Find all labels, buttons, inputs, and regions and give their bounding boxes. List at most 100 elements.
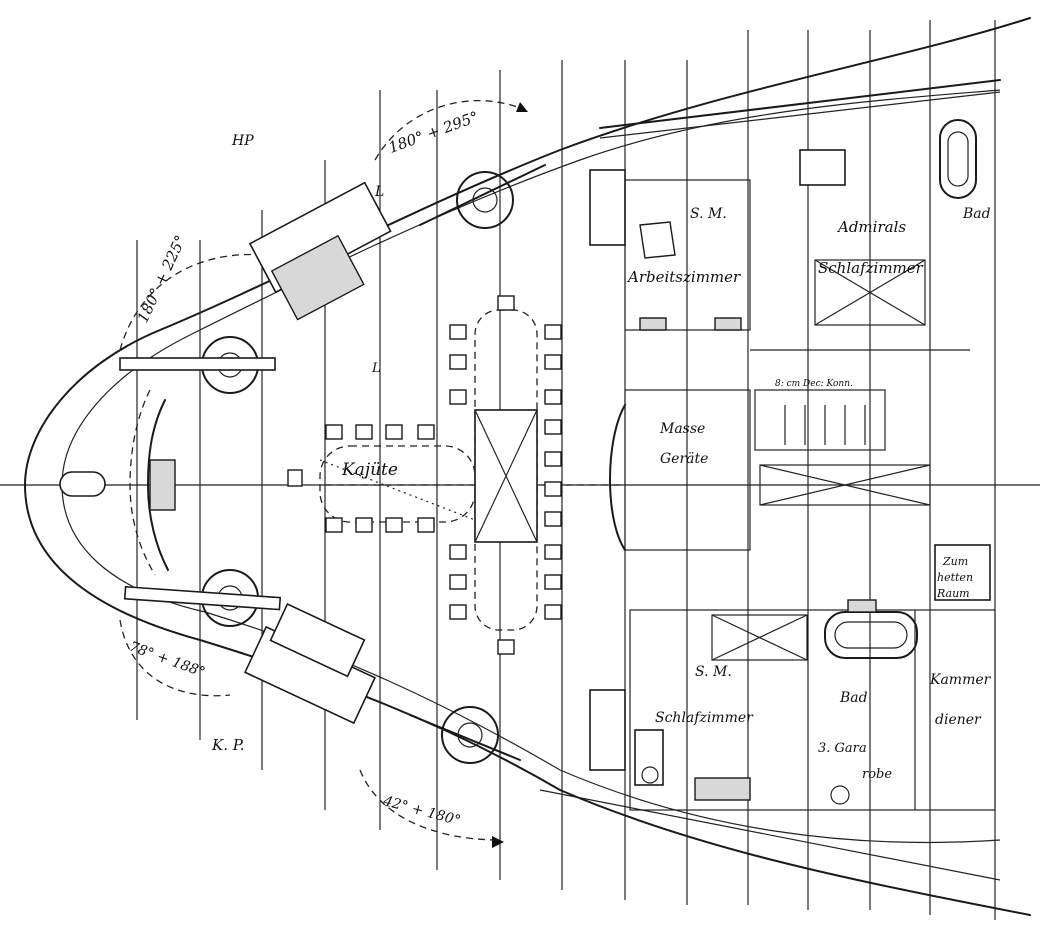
ammo-locker xyxy=(269,603,366,678)
bathtub-top-inner xyxy=(947,131,969,187)
desk-item xyxy=(714,317,742,331)
zum-hetten-raum-box xyxy=(934,544,991,601)
chair xyxy=(544,604,562,620)
label-kp: K. P. xyxy=(211,736,245,754)
chair xyxy=(325,424,343,440)
table-diagonal xyxy=(319,459,476,521)
label-stair-note: 8: cm Dec: Konn. xyxy=(775,379,853,389)
chair xyxy=(544,451,562,467)
label-schlafzimmer-top: Schlafzimmer xyxy=(818,259,924,277)
gun-barrel xyxy=(409,714,521,761)
hawse-pipe xyxy=(59,471,106,497)
bottom-rail xyxy=(539,789,1001,881)
label-bad-top: Bad xyxy=(962,206,991,222)
lower-cabin-outline xyxy=(629,609,996,811)
bathtub-bottom-inner xyxy=(834,621,908,649)
admiral-bed xyxy=(814,259,926,326)
label-bad-bottom: Bad xyxy=(839,690,868,706)
chair xyxy=(544,574,562,590)
label-arc-bottom: 42° + 180° xyxy=(381,793,463,829)
chair xyxy=(355,517,373,533)
masse-gerate-room xyxy=(624,389,751,551)
label-sm-top: S. M. xyxy=(690,206,727,222)
skylight-cross xyxy=(759,464,931,506)
arc-bottom xyxy=(359,769,501,841)
locker-top xyxy=(589,169,626,246)
label-arc-top: 180° + 295° xyxy=(386,108,481,157)
wardrobe xyxy=(634,729,664,786)
cabins-upper xyxy=(624,119,977,351)
label-hp: HP xyxy=(231,133,254,149)
label-admirals: Admirals xyxy=(836,218,906,236)
label-arc-left: 180° + 225° xyxy=(134,232,190,325)
tap xyxy=(847,599,877,613)
bench xyxy=(694,777,751,801)
label-schlafzimmer-bottom: Schlafzimmer xyxy=(655,710,754,726)
arc-arrowhead xyxy=(516,102,528,112)
chair xyxy=(449,389,467,405)
chair xyxy=(544,419,562,435)
chair xyxy=(449,604,467,620)
chairs xyxy=(287,295,562,655)
locker-bottom xyxy=(589,689,626,771)
chair xyxy=(544,481,562,497)
skylight xyxy=(759,464,931,506)
hull-outer-line xyxy=(24,17,1031,916)
arc-arrowhead xyxy=(492,836,504,848)
stool xyxy=(641,766,659,784)
gun-mount-top-right xyxy=(419,164,546,229)
chair xyxy=(449,574,467,590)
chair xyxy=(544,544,562,560)
bow-bulkhead-dashed xyxy=(129,389,156,576)
chair xyxy=(325,517,343,533)
table-cross xyxy=(474,409,538,543)
ammo-locker xyxy=(270,234,365,321)
arc-left xyxy=(119,253,266,351)
chair xyxy=(497,639,515,655)
top-rail xyxy=(599,79,1001,129)
chair xyxy=(449,324,467,340)
gun-mount-bottom-left xyxy=(123,569,282,627)
gun-mount-bottom-right xyxy=(409,706,521,764)
label-arc-bottom-left: 78° + 188° xyxy=(127,639,207,681)
bow-bulkhead xyxy=(147,399,169,571)
gun-ring xyxy=(456,171,514,229)
sponson-fittings xyxy=(59,169,626,771)
label-raum: Raum xyxy=(936,587,970,600)
cabins-lower xyxy=(629,599,996,811)
frame-lines xyxy=(136,20,996,920)
gun-barrel xyxy=(119,357,276,371)
label-garderobe-1: 3. Gara xyxy=(818,741,867,756)
gun-ring xyxy=(441,706,499,764)
washstand xyxy=(799,149,846,186)
chair xyxy=(355,424,373,440)
label-zum: Zum xyxy=(942,555,968,568)
label-sm-bottom: S. M. xyxy=(695,664,732,680)
label-kajute: Kajüte xyxy=(341,460,398,480)
chair xyxy=(287,469,303,487)
cabins-center xyxy=(609,389,991,601)
label-arbeitszimmer: Arbeitszimmer xyxy=(626,268,741,286)
bed-cross xyxy=(814,259,926,326)
label-diener: diener xyxy=(935,712,982,728)
armchair xyxy=(639,221,676,259)
label-masse: Masse xyxy=(659,421,705,437)
label-l-top: L xyxy=(374,184,384,200)
gun-mounts xyxy=(119,164,546,764)
chair xyxy=(417,424,435,440)
desk-item xyxy=(639,317,667,331)
chair xyxy=(497,295,515,311)
label-garderobe-2: robe xyxy=(862,767,892,782)
bed-cross xyxy=(711,614,808,661)
label-hetten: hetten xyxy=(937,571,973,584)
label-kammer: Kammer xyxy=(929,672,992,688)
label-gerate: Geräte xyxy=(660,451,708,467)
labels: HP K. P. L L 180° + 295° 180° + 225° 78°… xyxy=(127,108,991,830)
bed-lower xyxy=(711,614,808,661)
chair xyxy=(385,517,403,533)
chair xyxy=(544,511,562,527)
gun-mount-top-left xyxy=(119,336,276,394)
chair xyxy=(417,517,435,533)
gun-barrel xyxy=(419,164,546,226)
